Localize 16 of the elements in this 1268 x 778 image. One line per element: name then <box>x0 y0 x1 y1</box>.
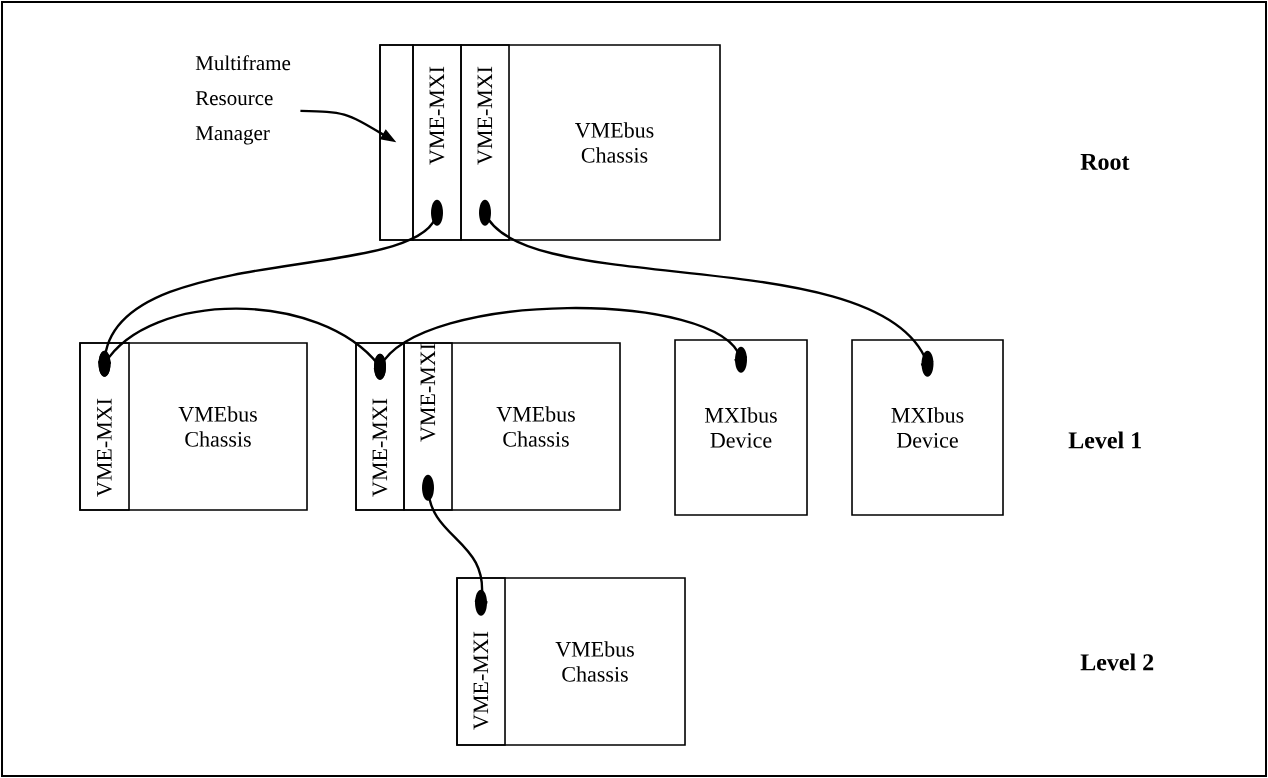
level-label: Level 2 <box>1080 653 1154 671</box>
annotation-text: Multiframe Resource Manager <box>195 55 291 145</box>
interface-slot: VME-MXI <box>456 577 506 746</box>
cable <box>422 474 488 616</box>
level-label: Level 1 <box>1068 431 1141 449</box>
empty-slot <box>379 44 414 241</box>
interface-slot: VME-MXI <box>460 44 510 241</box>
device-box: MXIbus Device <box>851 339 1004 516</box>
interface-slot: VME-MXI <box>403 342 453 511</box>
interface-slot: VME-MXI <box>79 342 130 511</box>
device-box: MXIbus Device <box>674 339 808 516</box>
cable <box>479 199 934 377</box>
level-label: Root <box>1080 154 1130 170</box>
interface-slot: VME-MXI <box>412 44 462 241</box>
interface-slot: VME-MXI <box>355 342 405 511</box>
cable <box>374 306 748 380</box>
